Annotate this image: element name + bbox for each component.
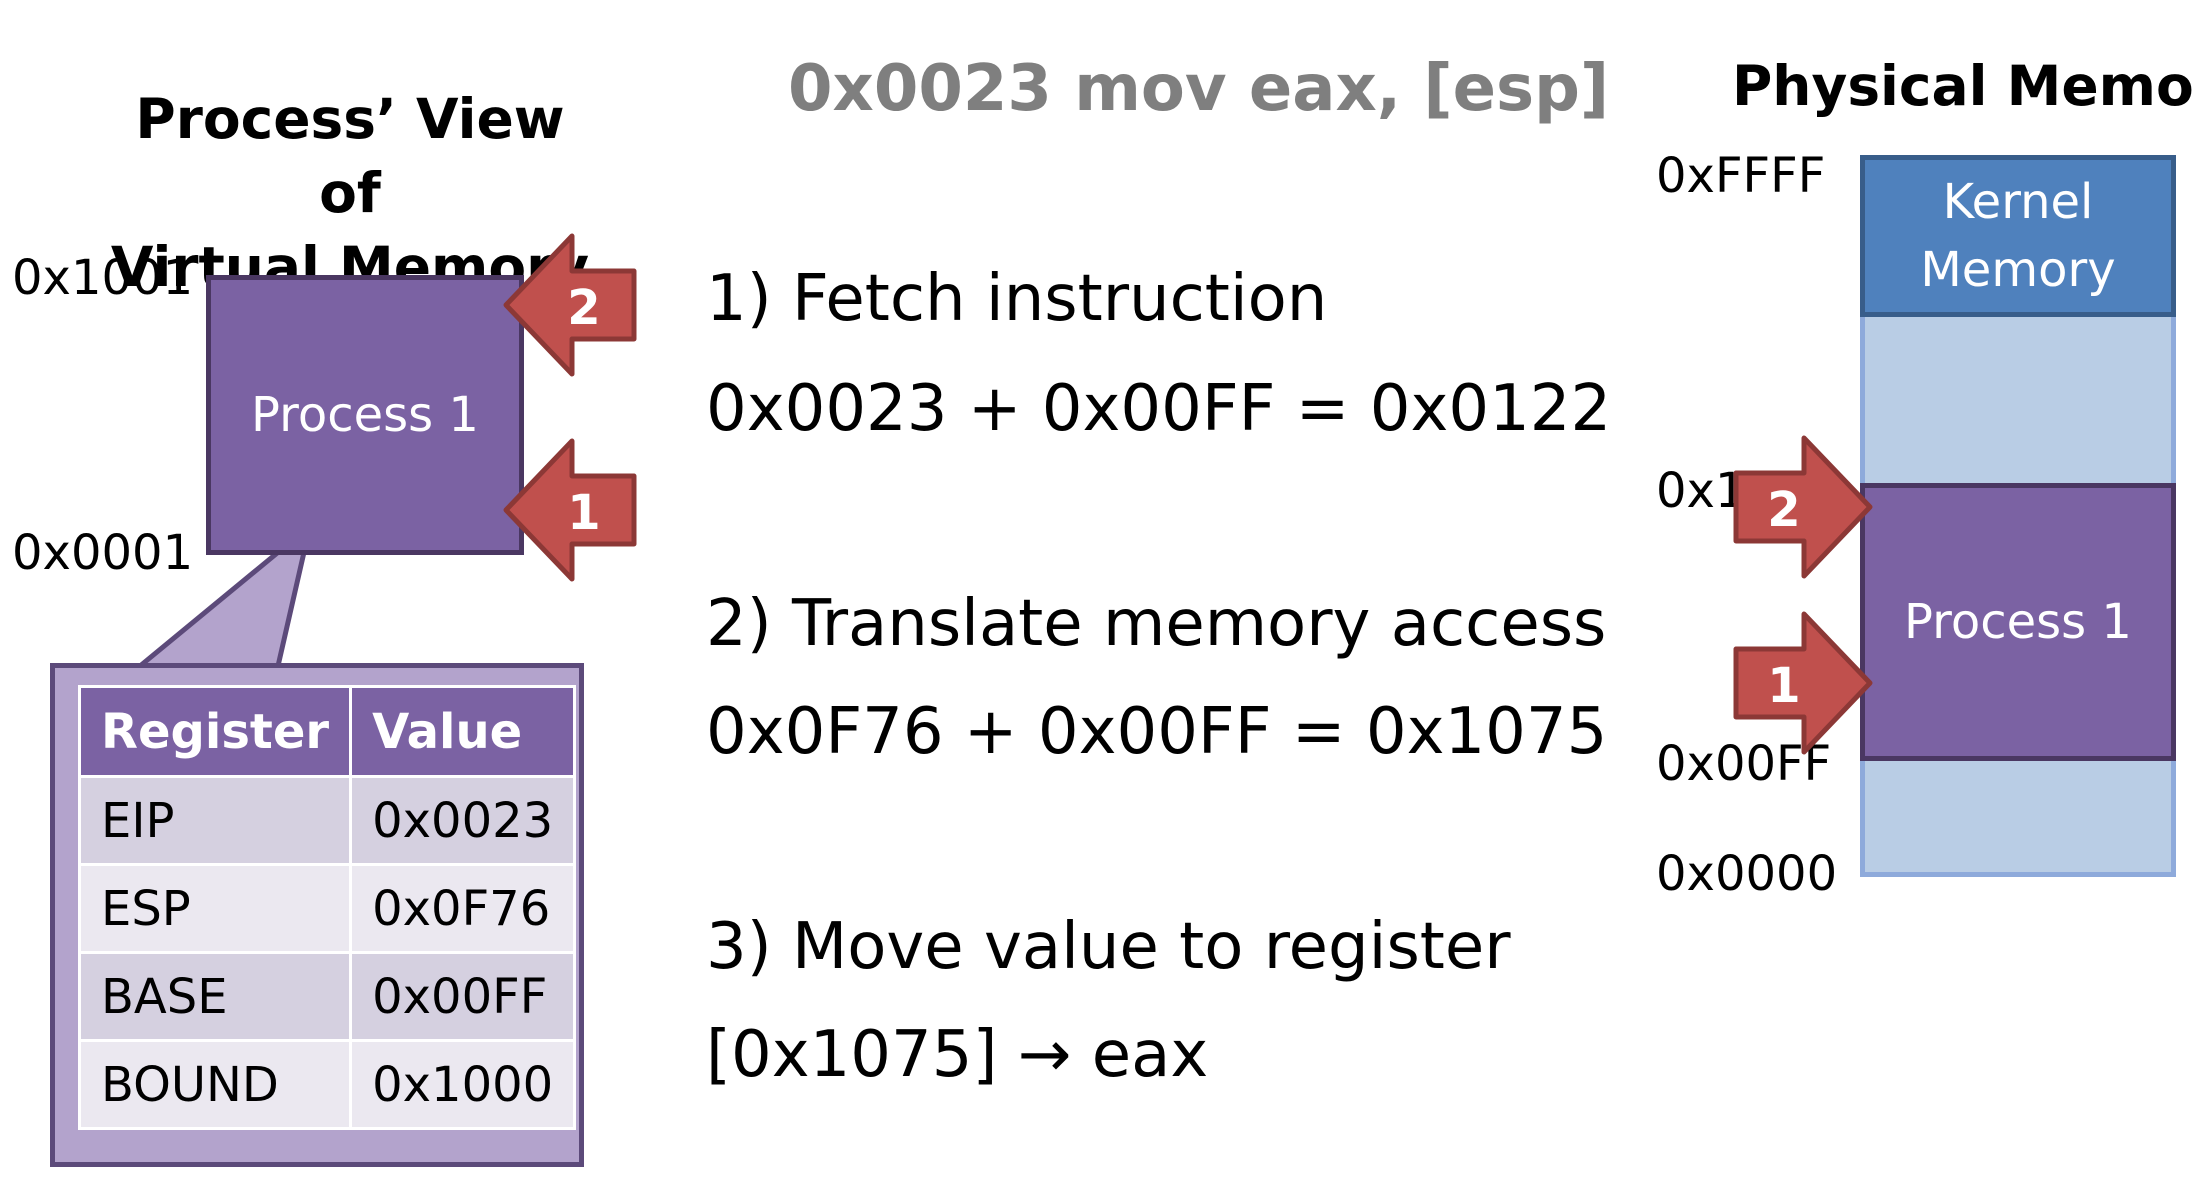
physical-arrow-1: 1 <box>1733 611 1873 755</box>
table-row: ESP 0x0F76 <box>77 863 577 954</box>
table-row: BOUND 0x1000 <box>77 1039 577 1130</box>
instruction-text: 0x0023 mov eax, [esp] <box>788 52 1610 126</box>
register-value: 0x00FF <box>349 951 577 1042</box>
step-3-detail: [0x1075] → eax <box>706 1018 1209 1092</box>
virtual-arrow-2-label: 2 <box>567 280 600 336</box>
physical-arrow-2-label: 2 <box>1767 482 1800 538</box>
virtual-title-line1: Process’ View of <box>135 87 565 225</box>
register-value: 0x0023 <box>349 775 577 866</box>
physical-arrow-2: 2 <box>1733 435 1873 579</box>
kernel-label-line2: Memory <box>1920 242 2116 298</box>
virtual-process-label: Process 1 <box>251 387 479 443</box>
kernel-label-line1: Kernel <box>1942 174 2094 230</box>
table-row: BASE 0x00FF <box>77 951 577 1042</box>
register-table: Register Value EIP 0x0023 ESP 0x0F76 BAS… <box>77 685 577 1130</box>
step-3-title: 3) Move value to register <box>706 910 1511 984</box>
register-table-wrap: Register Value EIP 0x0023 ESP 0x0F76 BAS… <box>77 685 577 1130</box>
physical-arrow-1-label: 1 <box>1767 658 1800 714</box>
physical-memory-title: Physical Memory <box>1732 54 2196 118</box>
register-value: 0x1000 <box>349 1039 577 1130</box>
step-2-title: 2) Translate memory access <box>706 587 1607 661</box>
kernel-memory-box: Kernel Memory <box>1860 155 2176 317</box>
register-name: EIP <box>77 775 353 866</box>
physical-addr-top: 0xFFFF <box>1656 148 1826 204</box>
virtual-process-box: Process 1 <box>206 275 524 555</box>
virtual-addr-bottom: 0x0001 <box>12 525 194 581</box>
register-name: ESP <box>77 863 353 954</box>
virtual-arrow-2: 2 <box>503 233 637 377</box>
step-2-detail: 0x0F76 + 0x00FF = 0x1075 <box>706 695 1608 769</box>
physical-addr-bottom: 0x0000 <box>1656 846 1838 902</box>
register-header: Register <box>77 685 353 778</box>
register-value: 0x0F76 <box>349 863 577 954</box>
virtual-arrow-1: 1 <box>503 438 637 582</box>
value-header: Value <box>349 685 577 778</box>
virtual-addr-top: 0x1001 <box>12 250 194 306</box>
step-1-detail: 0x0023 + 0x00FF = 0x0122 <box>706 372 1612 446</box>
step-1-title: 1) Fetch instruction <box>706 262 1328 336</box>
table-row: EIP 0x0023 <box>77 775 577 866</box>
physical-process-box: Process 1 <box>1860 483 2176 761</box>
register-table-header: Register Value <box>77 685 577 778</box>
register-name: BOUND <box>77 1039 353 1130</box>
virtual-arrow-1-label: 1 <box>567 485 600 541</box>
register-name: BASE <box>77 951 353 1042</box>
physical-process-label: Process 1 <box>1904 594 2132 650</box>
